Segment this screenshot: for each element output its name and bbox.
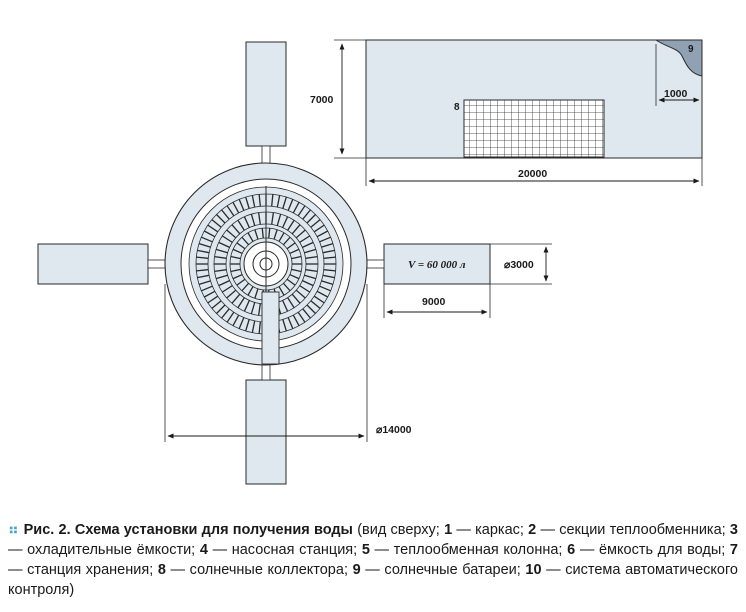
legend-number: 9 <box>352 562 361 578</box>
solar-panels <box>654 39 703 77</box>
dim-9000: 9000 <box>422 296 446 308</box>
legend-text: — каркас; <box>452 522 529 538</box>
installation-diagram: 8 9 7000 1000 20000 V = 60 000 л ⌀3000 9… <box>37 39 703 485</box>
dim-7000: 7000 <box>310 94 334 106</box>
legend-text: — ёмкость для воды; <box>575 542 730 558</box>
legend-number: 8 <box>157 562 166 578</box>
legend-text: — станция хранения; <box>8 562 158 578</box>
dim-14000: ⌀14000 <box>376 424 412 436</box>
dim-20000: 20000 <box>518 168 547 180</box>
solar-collectors <box>463 99 605 158</box>
station-left <box>37 243 149 285</box>
dim-3000: ⌀3000 <box>504 259 534 271</box>
legend-number: 4 <box>199 542 208 558</box>
legend-number: 7 <box>729 542 738 558</box>
legend-number: 2 <box>528 522 537 538</box>
label-8: 8 <box>454 102 460 113</box>
legend-text: — система автоматического контроля) <box>8 562 738 598</box>
legend-number: 3 <box>729 522 738 538</box>
legend-text: — насосная станция; <box>207 542 362 558</box>
central-unit <box>164 162 368 366</box>
legend-number: 10 <box>525 562 542 578</box>
volume-label: V = 60 000 л <box>408 259 466 271</box>
caption-bullet-icon: ⠶ <box>8 522 19 538</box>
pipe-channel <box>261 291 280 365</box>
legend-text: — секции теплообменника; <box>536 522 730 538</box>
figure-number: Рис. 2. <box>23 522 71 538</box>
caption-intro: (вид сверху; <box>352 522 445 538</box>
station-bottom <box>245 379 287 485</box>
legend-number: 6 <box>567 542 576 558</box>
station-top <box>245 41 287 147</box>
figure-title: Схема установки для получения воды <box>74 522 353 538</box>
water-tank-right <box>383 243 491 285</box>
legend-text: — теплообменная колонна; <box>369 542 568 558</box>
legend-number: 5 <box>361 542 370 558</box>
legend-text: — солнечные батареи; <box>360 562 526 578</box>
legend-text: — солнечные коллектора; <box>165 562 353 578</box>
caption-legend: 1 — каркас; 2 — секции теплообменника; 3… <box>8 522 738 598</box>
legend-text: — охладительные ёмкости; <box>8 542 200 558</box>
legend-number: 1 <box>444 522 453 538</box>
figure-caption: ⠶Рис. 2. Схема установки для получения в… <box>8 520 738 600</box>
label-9: 9 <box>688 44 694 55</box>
dim-1000: 1000 <box>664 88 688 100</box>
